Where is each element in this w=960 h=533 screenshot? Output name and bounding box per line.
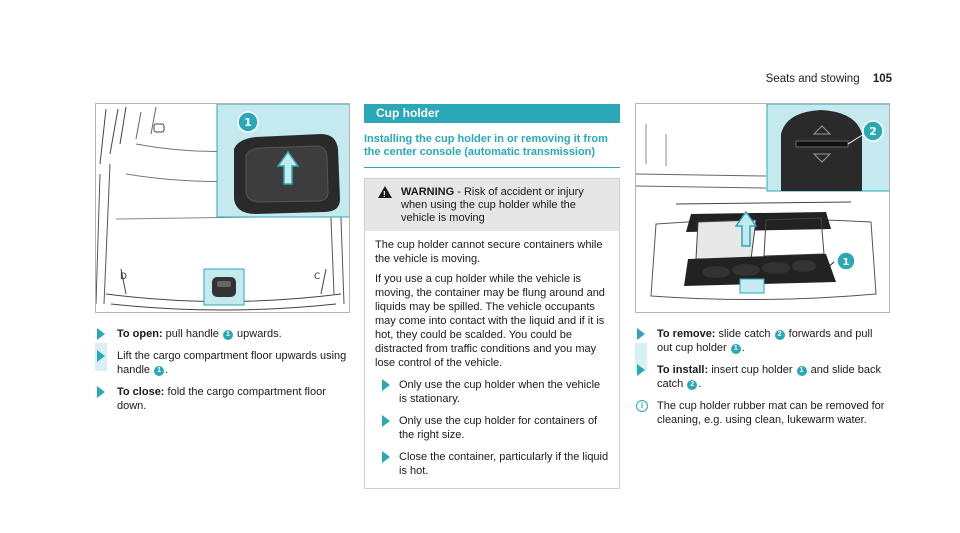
cup-holder-steps: To remove: slide catch 2 forwards and pu… [635, 327, 890, 427]
warning-triangle-icon [378, 186, 392, 201]
subheading: Installing the cup holder in or removing… [364, 133, 620, 168]
page-header: Seats and stowing 105 [766, 73, 892, 85]
step-arrow-icon [97, 328, 107, 340]
warning-step: Only use the cup holder for containers o… [375, 414, 609, 442]
cargo-floor-steps: To open: pull handle 1 upwards. Lift the… [95, 327, 350, 413]
section-title: Cup holder [364, 104, 620, 123]
warning-body: The cup holder cannot secure containers … [365, 231, 619, 488]
step-lead: To open: [117, 328, 163, 340]
middle-column: Cup holder Installing the cup holder in … [364, 104, 620, 489]
warning-header: WARNING - Risk of accident or injury whe… [365, 179, 619, 231]
info-note-icon: i [636, 400, 648, 412]
step-lead: To remove: [657, 328, 716, 340]
step-lead: To close: [117, 386, 165, 398]
warning-step: Close the container, particularly if the… [375, 450, 609, 478]
cargo-floor-drawing: D C 1 [96, 104, 349, 311]
badge-2: 2 [774, 330, 785, 340]
warning-label: WARNING [401, 186, 455, 198]
step-arrow-icon [97, 386, 107, 398]
badge-2: 2 [687, 380, 698, 390]
step-remove: To remove: slide catch 2 forwards and pu… [635, 327, 890, 371]
warning-step: Only use the cup holder when the vehicle… [375, 378, 609, 406]
section-name: Seats and stowing [765, 73, 860, 85]
page-number: 105 [872, 73, 892, 85]
step-arrow-icon [637, 364, 647, 376]
svg-text:D: D [120, 272, 127, 282]
svg-text:C: C [314, 272, 320, 282]
step-lift: Lift the cargo compartment floor upwards… [95, 349, 350, 377]
badge-1: 1 [222, 330, 233, 340]
badge-1: 1 [154, 366, 165, 376]
step-arrow-icon [97, 350, 107, 362]
callout-1: 1 [244, 116, 252, 129]
step-install: To install: insert cup holder 1 and slid… [635, 363, 890, 391]
warning-paragraph: If you use a cup holder while the vehicl… [375, 273, 605, 369]
step-open: To open: pull handle 1 upwards. [95, 327, 350, 371]
callout-2: 2 [869, 125, 877, 138]
badge-1: 1 [730, 344, 741, 354]
cargo-floor-illustration: D C 1 [95, 103, 350, 313]
step-lead: To install: [657, 364, 709, 376]
warning-title: - Risk of accident or injury when using … [401, 186, 584, 224]
warning-paragraph: The cup holder cannot secure containers … [375, 239, 603, 265]
right-column: 2 1 To remove: slide catch 2 forwards an… [635, 103, 890, 427]
cup-holder-drawing: 2 1 [636, 104, 889, 301]
step-arrow-icon [382, 415, 392, 427]
callout-1: 1 [843, 257, 850, 268]
cleaning-note: i The cup holder rubber mat can be remov… [635, 399, 890, 427]
left-column: D C 1 To open: pull handle 1 upwards. Li… [95, 103, 350, 421]
warning-box: WARNING - Risk of accident or injury whe… [364, 178, 620, 489]
step-arrow-icon [382, 379, 392, 391]
badge-1: 1 [796, 366, 807, 376]
cup-holder-illustration: 2 1 [635, 103, 890, 313]
step-close: To close: fold the cargo compartment flo… [95, 385, 350, 413]
step-arrow-icon [637, 328, 647, 340]
step-arrow-icon [382, 451, 392, 463]
